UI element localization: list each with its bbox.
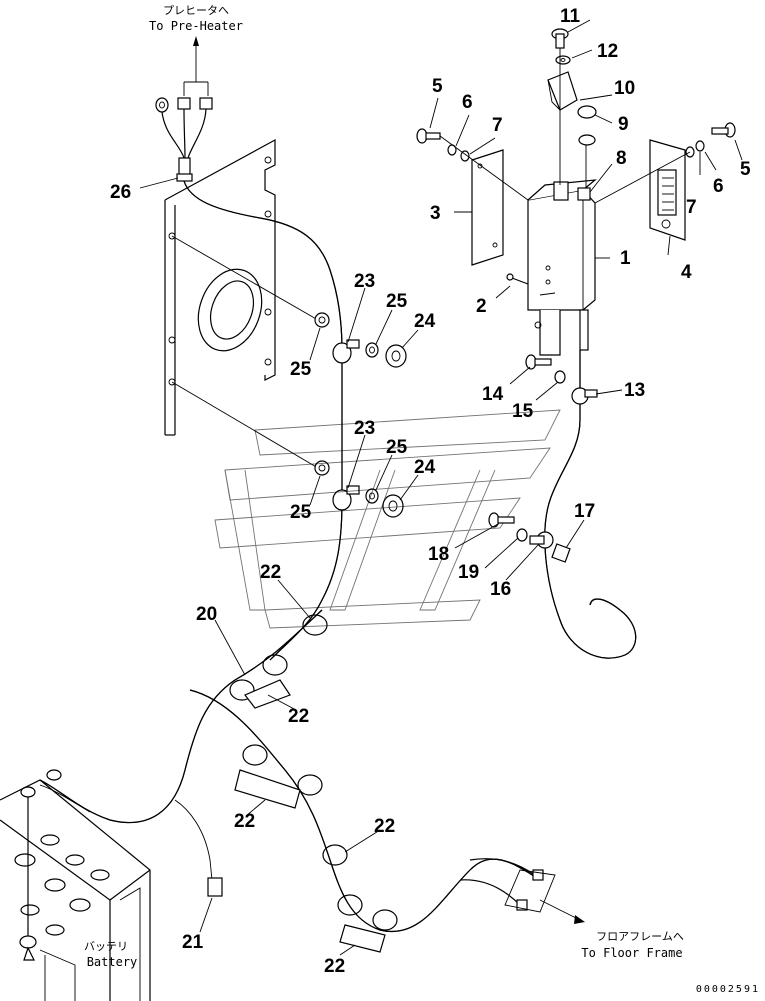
callout-26: 26 (110, 182, 131, 203)
pin-2 (506, 273, 529, 285)
nut-24-a (385, 344, 407, 368)
clamp-13 (571, 387, 598, 405)
callout-6-right: 6 (713, 176, 724, 197)
leaders (139, 19, 743, 956)
washer-15 (554, 370, 566, 384)
bolt-14 (525, 354, 552, 370)
washer-25-a (314, 312, 330, 328)
callout-5-right: 5 (740, 159, 751, 180)
washer-25-c (314, 460, 330, 476)
pre-heater-terminals (155, 97, 213, 182)
washer-7-left (460, 150, 470, 162)
drawing-number: 00002591 (696, 984, 760, 995)
callout-10: 10 (614, 78, 635, 99)
callout-2: 2 (476, 296, 487, 317)
cap-10 (547, 71, 578, 111)
washer-6-right (695, 140, 705, 152)
callout-25-a: 25 (290, 359, 312, 380)
callout-22-c: 22 (234, 811, 255, 832)
bolt-18 (488, 512, 515, 528)
clamp-22-e (337, 894, 398, 953)
connector-21 (207, 877, 223, 897)
callout-22-e: 22 (324, 956, 345, 977)
callout-22-b: 22 (288, 706, 309, 727)
pre-heater-arrow (183, 36, 209, 96)
callout-3: 3 (430, 203, 441, 224)
callout-25-d: 25 (386, 437, 408, 458)
callout-11: 11 (560, 6, 581, 27)
callout-1: 1 (620, 248, 631, 269)
callout-23-upper: 23 (354, 271, 375, 292)
clamp-22-b (229, 654, 291, 709)
callout-9: 9 (618, 114, 629, 135)
frame-outline (214, 409, 561, 629)
spacer-9 (577, 105, 597, 146)
clamp-22-d (322, 844, 348, 866)
callout-7-left: 7 (492, 115, 503, 136)
clamp-23-upper (332, 339, 360, 364)
screw-11 (551, 28, 569, 49)
callout-20: 20 (196, 604, 217, 625)
clamp-23-lower (332, 485, 360, 511)
floor-frame-connectors (459, 858, 585, 924)
pre-heater-note-en: To Pre-Heater (149, 19, 243, 33)
clamp-22-c (234, 744, 323, 809)
battery-note-jp: バッテリ (84, 940, 128, 953)
callout-5-left: 5 (432, 76, 443, 97)
callout-23-lower: 23 (354, 418, 375, 439)
callout-12: 12 (597, 41, 618, 62)
callout-4: 4 (681, 262, 692, 283)
bolt-5-right (711, 122, 736, 138)
terminal-8 (577, 187, 591, 201)
harness-right (544, 350, 637, 659)
battery-note-en: Battery (87, 955, 138, 969)
connector-26 (178, 157, 191, 177)
callout-17: 17 (574, 501, 595, 522)
callout-25-c: 25 (290, 502, 312, 523)
harness-20 (39, 609, 541, 933)
clamp-16 (529, 531, 554, 549)
battery (0, 769, 151, 1001)
callout-6-left: 6 (462, 92, 473, 113)
nut-17 (551, 543, 571, 563)
terminal-block-4 (649, 139, 686, 241)
callout-14: 14 (482, 384, 504, 405)
nut-24-b (382, 494, 404, 518)
callout-7-right: 7 (686, 197, 697, 218)
callouts: 11 12 10 9 8 5 6 7 3 1 2 5 6 7 4 26 23 2… (110, 6, 751, 977)
callout-19: 19 (458, 562, 479, 583)
callout-24-lower: 24 (414, 457, 436, 478)
clamp-22-a (302, 614, 328, 636)
callout-24-upper: 24 (414, 311, 436, 332)
callout-22-a: 22 (260, 562, 281, 583)
bolt-5-left (416, 128, 441, 144)
washer-19 (516, 528, 528, 542)
callout-25-b: 25 (386, 291, 408, 312)
callout-21: 21 (182, 932, 204, 953)
floor-frame-note-jp: フロアフレームへ (596, 930, 684, 943)
callout-8: 8 (616, 148, 627, 169)
relay-box-1 (527, 179, 597, 356)
callout-22-d: 22 (374, 816, 395, 837)
harness-upper (183, 180, 343, 661)
cover-plate-3 (471, 149, 504, 266)
callout-15: 15 (512, 401, 534, 422)
washer-12 (555, 55, 571, 65)
pre-heater-note-jp: プレヒータへ (163, 4, 229, 17)
floor-frame-note-en: To Floor Frame (581, 946, 682, 960)
callout-18: 18 (428, 544, 449, 565)
callout-16: 16 (490, 579, 511, 600)
washer-25-b (365, 342, 379, 358)
callout-13: 13 (624, 380, 645, 401)
